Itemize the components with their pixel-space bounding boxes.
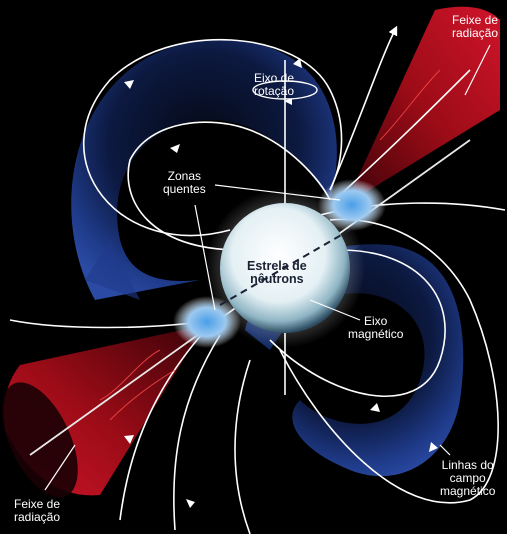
radiation-beam-top <box>345 6 500 205</box>
leader-lines <box>44 44 491 491</box>
magnetic-axis-inside <box>219 229 351 306</box>
beam-wisps <box>99 69 441 421</box>
rotation-arrow-head <box>284 98 292 105</box>
field-line-arrows <box>124 58 438 508</box>
field-lobe-upper <box>71 40 337 300</box>
rotation-arrow-ellipse <box>252 80 318 100</box>
